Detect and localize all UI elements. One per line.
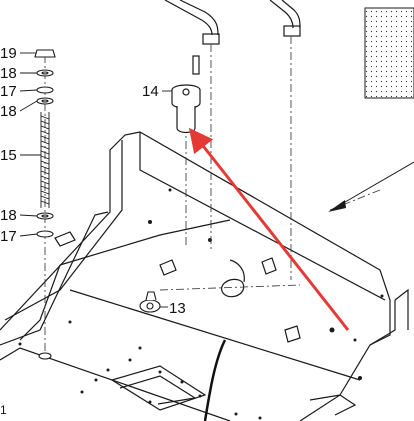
callout-18-top: 18 — [0, 65, 17, 82]
perforated-panel — [364, 7, 414, 99]
pipe — [203, 339, 227, 421]
leader-line — [339, 161, 414, 206]
red-annotation-arrow — [188, 127, 350, 331]
hoses — [164, 0, 301, 45]
rivet-holes — [18, 188, 384, 420]
callout-leaders — [19, 52, 172, 308]
callout-18-mid: 18 — [0, 103, 17, 120]
leader-arrowhead — [328, 200, 346, 212]
tank-body — [0, 131, 409, 421]
callout-1: 1 — [0, 403, 7, 417]
part-15-threaded-rod — [40, 112, 50, 208]
part-14-housing — [171, 55, 201, 134]
callout-17-top: 17 — [0, 83, 17, 100]
callout-17-low: 17 — [0, 228, 17, 245]
callout-18-low: 18 — [0, 207, 17, 224]
callout-19: 19 — [0, 45, 17, 62]
washer-stack — [34, 49, 56, 360]
callout-14: 14 — [142, 83, 159, 100]
callout-13: 13 — [169, 300, 186, 317]
callout-15: 15 — [0, 147, 17, 164]
part-13-fitting — [139, 291, 161, 313]
